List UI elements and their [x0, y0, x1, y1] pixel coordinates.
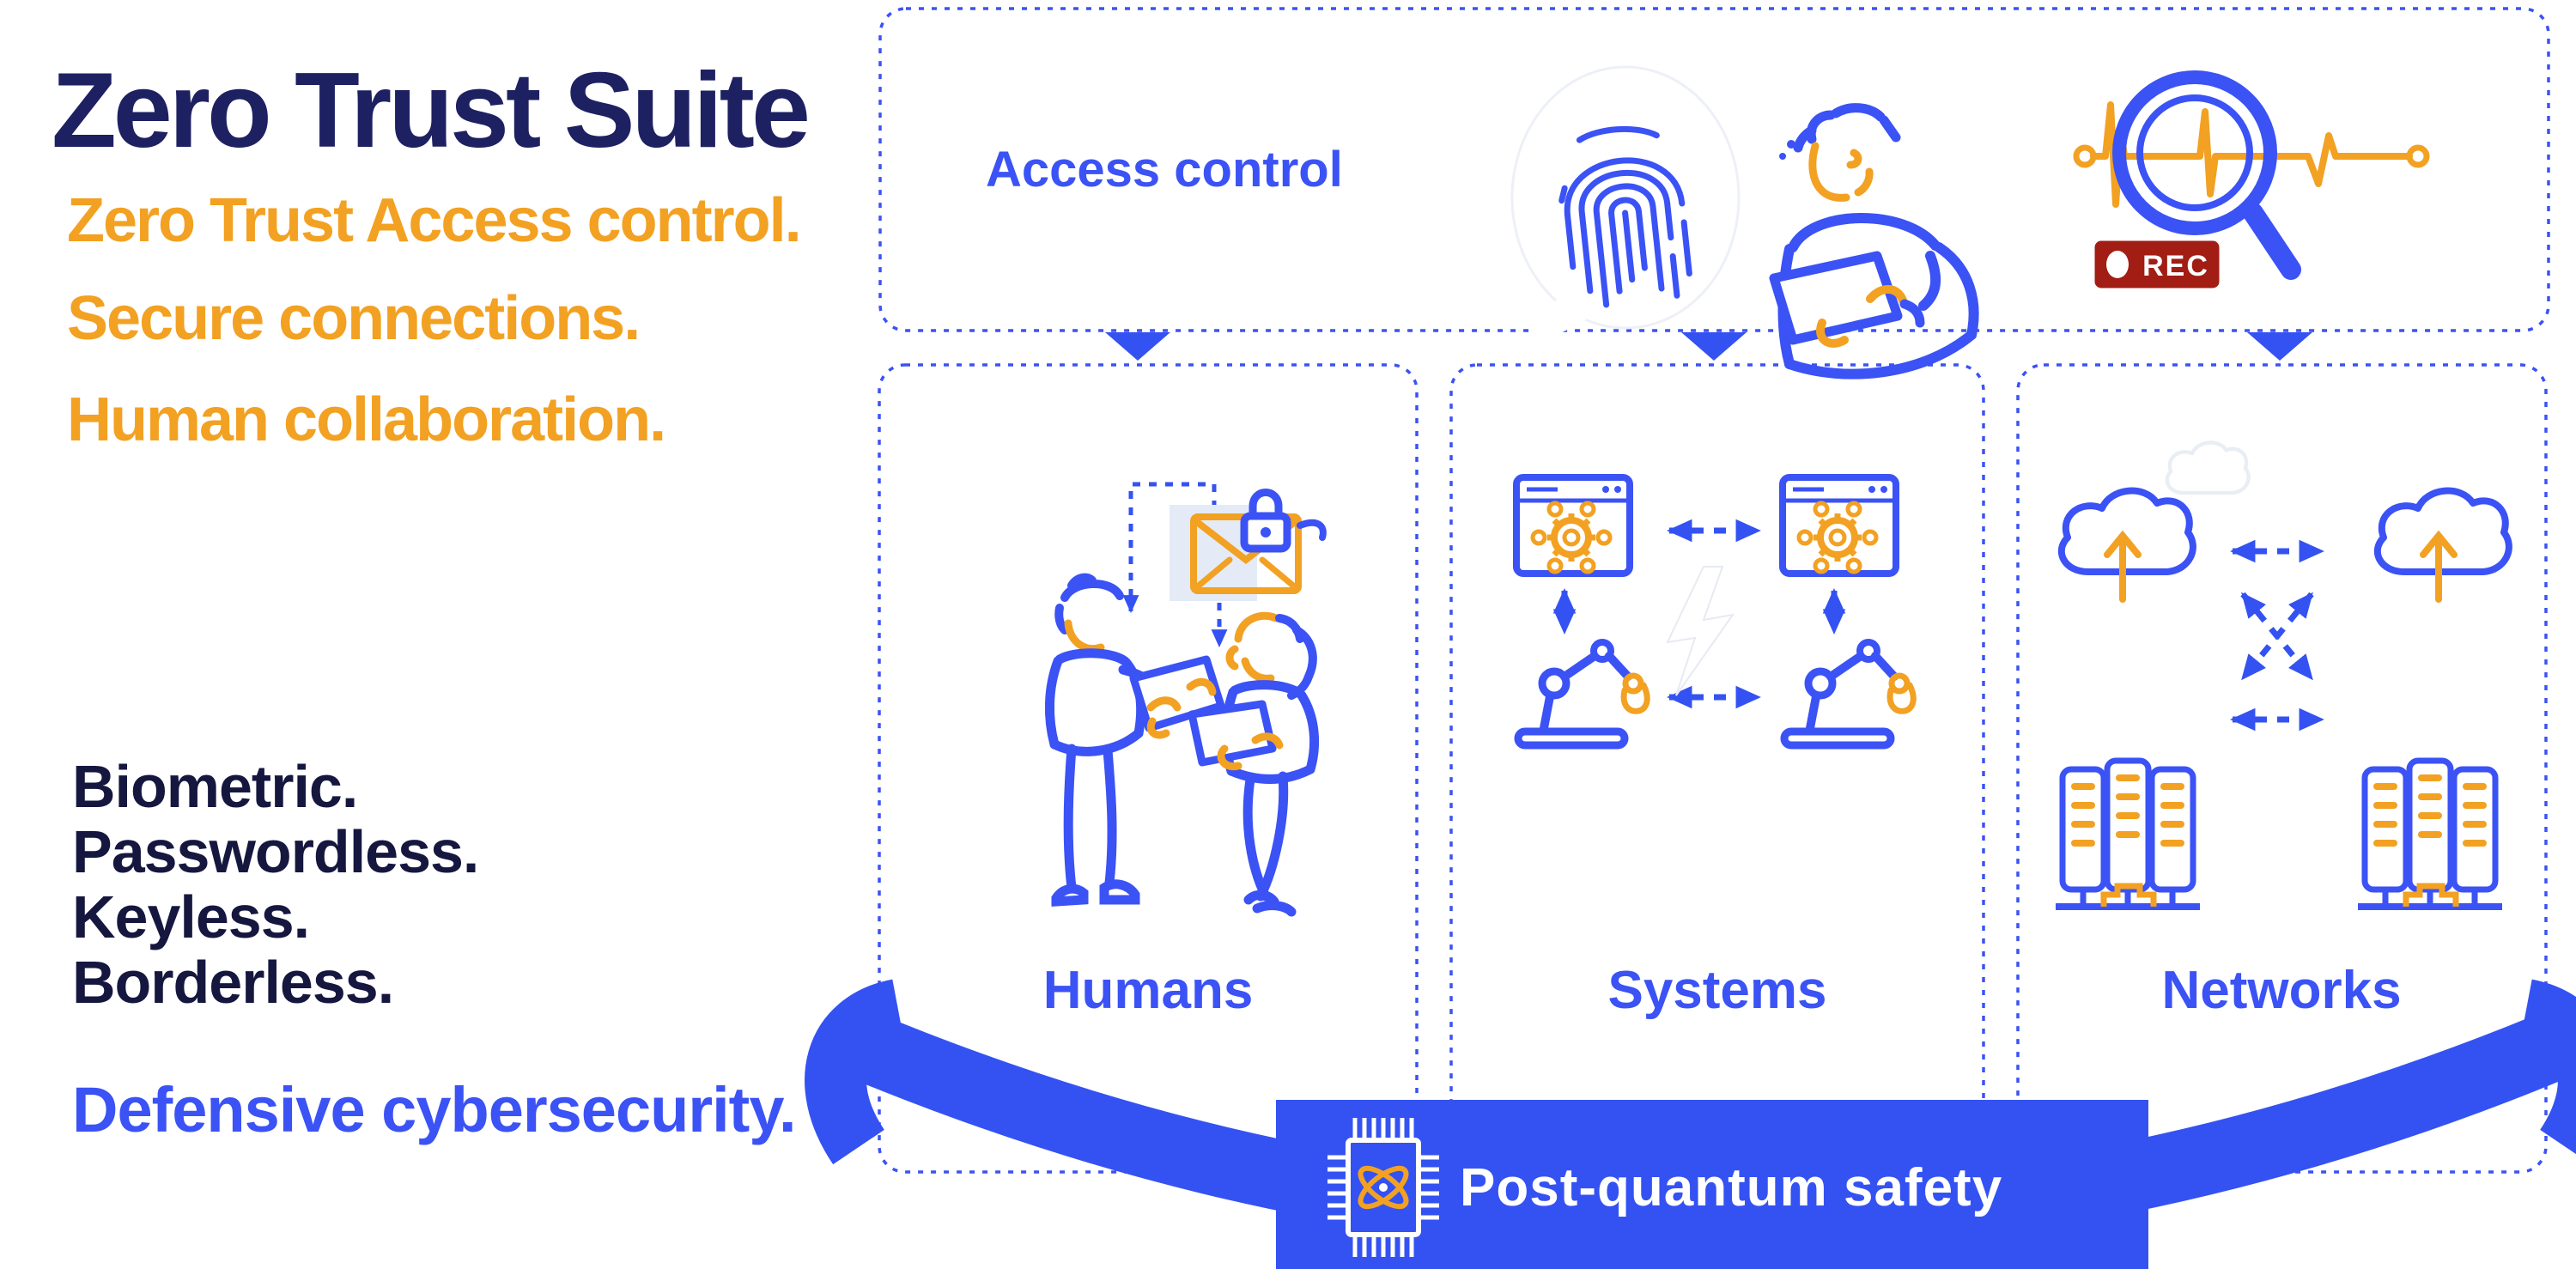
- page-title: Zero Trust Suite: [52, 52, 811, 170]
- access-control-label: Access control: [986, 142, 1343, 197]
- woman-with-tablet-icon: [1188, 611, 1320, 917]
- rec-badge-label: REC: [2142, 250, 2209, 282]
- post-quantum-banner: [1276, 1100, 2148, 1269]
- robot-arm-icon: [1780, 639, 1917, 750]
- rec-badge-icon: REC: [2090, 236, 2224, 293]
- arrow-down-systems-icon: [1681, 332, 1747, 361]
- systems-sync-arrows: [1552, 519, 1846, 709]
- networks-label: Networks: [2161, 961, 2402, 1020]
- app-window-gear-icon: [1779, 474, 1899, 577]
- server-rack-icon: [2358, 757, 2502, 910]
- man-with-tablet-icon: [1044, 573, 1225, 907]
- systems-label: Systems: [1607, 961, 1827, 1020]
- post-quantum-chip-icon: [1327, 1118, 1439, 1257]
- feature-list: Biometric. Passwordless. Keyless. Border…: [72, 753, 479, 1016]
- networks-mesh-arrows: [2230, 539, 2324, 732]
- robot-arm-icon: [1514, 639, 1650, 750]
- humans-label: Humans: [1042, 961, 1254, 1020]
- tagline-human-collaboration: Human collaboration.: [67, 386, 666, 454]
- fingerprint-speech-bubble-icon: [1504, 65, 1741, 352]
- person-reading-tablet-icon: [1769, 103, 1979, 379]
- arrow-down-networks-icon: [2247, 332, 2312, 361]
- rec-dot-icon: [2106, 251, 2129, 278]
- arrow-down-humans-icon: [1105, 332, 1170, 361]
- flow-arrows: [1105, 332, 2312, 361]
- humans-box: [878, 363, 1419, 1174]
- server-rack-icon: [2056, 757, 2200, 910]
- systems-box: [1449, 363, 1985, 1174]
- access-control-box: [878, 7, 2550, 332]
- tagline-secure-connections: Secure connections.: [67, 284, 641, 353]
- diagram-boxes: [878, 7, 2550, 1174]
- cloud-upload-icon: [2057, 487, 2196, 603]
- padlock-icon: [1240, 489, 1291, 553]
- post-quantum-banner-label: Post-quantum safety: [1460, 1158, 2003, 1217]
- small-cloud-icon: [2165, 440, 2251, 495]
- tagline-access-control: Zero Trust Access control.: [67, 186, 802, 255]
- encrypted-email-icon: [1170, 489, 1327, 601]
- cloud-upload-icon: [2373, 487, 2512, 603]
- defensive-cybersecurity-text: Defensive cybersecurity.: [72, 1074, 797, 1145]
- audit-trail-magnifier-icon: [2073, 70, 2430, 280]
- app-window-gear-icon: [1513, 474, 1633, 577]
- lightning-bolt-icon: [1666, 566, 1735, 696]
- humans-guides: [1122, 482, 1228, 648]
